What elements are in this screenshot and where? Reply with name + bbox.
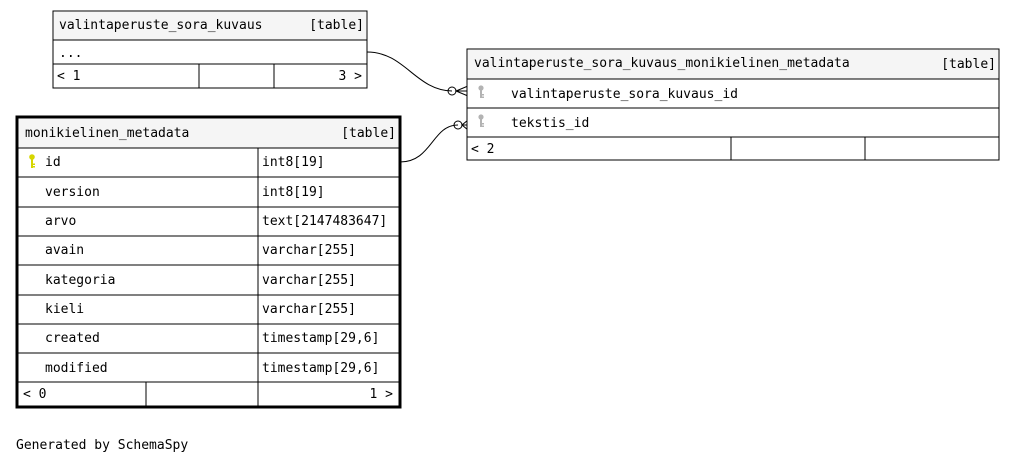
column-name: id <box>45 155 61 170</box>
column-name: modified <box>45 361 108 376</box>
column-type: varchar[255] <box>262 273 356 288</box>
table-type: [table] <box>941 57 996 72</box>
footer-parents-count: < 2 <box>471 142 494 157</box>
generated-by-label: Generated by SchemaSpy <box>16 438 188 453</box>
footer-parents-count: < 0 <box>23 387 46 402</box>
fk-key-icon <box>478 114 484 127</box>
table-name: monikielinen_metadata <box>25 126 189 141</box>
relationship-line-metadata <box>399 124 459 163</box>
table-name: valintaperuste_sora_kuvaus <box>59 18 263 33</box>
column-type: varchar[255] <box>262 243 356 258</box>
footer-parents-count: < 1 <box>57 69 80 84</box>
table-valintaperuste-sora-kuvaus[interactable]: valintaperuste_sora_kuvaus [table] ... <… <box>52 10 368 89</box>
fk-key-icon <box>478 85 484 98</box>
column-type: text[2147483647] <box>262 214 387 229</box>
column-name: created <box>45 331 100 346</box>
column-type: timestamp[29,6] <box>262 361 379 376</box>
column-ellipsis: ... <box>59 46 82 61</box>
column-type: timestamp[29,6] <box>262 331 379 346</box>
pk-key-icon <box>29 154 35 168</box>
column-name: kieli <box>45 302 84 317</box>
relationship-line-sora-kuvaus <box>366 51 453 92</box>
column-name: kategoria <box>45 273 115 288</box>
table-monikielinen-metadata[interactable]: monikielinen_metadata [table] id int8[19… <box>15 115 402 409</box>
table-name: valintaperuste_sora_kuvaus_monikielinen_… <box>474 56 850 71</box>
column-name: valintaperuste_sora_kuvaus_id <box>511 87 738 102</box>
table-header <box>468 50 998 79</box>
table-header <box>19 119 398 148</box>
footer-children-count: 1 > <box>370 387 394 402</box>
footer-children-count: 3 > <box>339 69 363 84</box>
table-header <box>54 12 366 40</box>
column-name: tekstis_id <box>511 116 589 131</box>
column-type: int8[19] <box>262 155 325 170</box>
table-valintaperuste-sora-kuvaus-monikielinen-metadata[interactable]: valintaperuste_sora_kuvaus_monikielinen_… <box>466 48 1000 161</box>
column-name: avain <box>45 243 84 258</box>
column-name: arvo <box>45 214 76 229</box>
column-type: int8[19] <box>262 185 325 200</box>
table-type: [table] <box>341 126 396 141</box>
column-type: varchar[255] <box>262 302 356 317</box>
column-name: version <box>45 185 100 200</box>
table-type: [table] <box>309 18 364 33</box>
crow-foot-icon <box>447 85 469 97</box>
